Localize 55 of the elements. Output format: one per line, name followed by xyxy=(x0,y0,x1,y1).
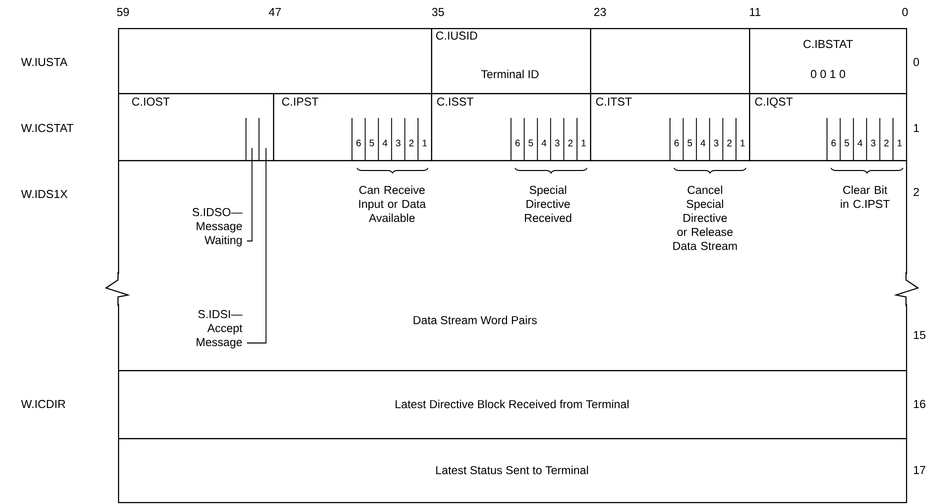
bit-number: 1 xyxy=(740,140,745,146)
bit-number: 6 xyxy=(356,140,361,146)
field-box xyxy=(590,28,750,94)
bit-position: 11 xyxy=(750,8,760,16)
bit-number: 1 xyxy=(582,140,586,146)
bit-number: 3 xyxy=(396,140,400,146)
leader-line xyxy=(246,148,266,344)
bit-number: 5 xyxy=(528,140,534,146)
word-number: 1 xyxy=(914,124,919,132)
bit-number: 2 xyxy=(727,140,732,146)
row-name: W.IDS1X xyxy=(21,190,68,198)
field-box: C.IUSID Terminal ID xyxy=(431,28,592,94)
bit-position: 59 xyxy=(117,8,129,16)
bit-number: 2 xyxy=(568,140,573,146)
word-number: 2 xyxy=(914,188,919,196)
bit-number: 4 xyxy=(700,140,706,146)
bit-number: 6 xyxy=(674,140,679,146)
bit-position: 23 xyxy=(594,8,606,16)
bit-description: Can Receive Input or Data Available xyxy=(359,186,426,222)
bit-description: Clear Bit in C.IPST xyxy=(840,186,890,208)
bit-number: 3 xyxy=(554,140,560,146)
bit-number: 6 xyxy=(831,140,836,146)
callout-text: S.IDSO— Message Waiting xyxy=(192,208,242,246)
bit-position: 0 xyxy=(902,8,908,16)
bit-number: 2 xyxy=(884,140,889,146)
word-number: 16 xyxy=(914,400,926,408)
word-number: 15 xyxy=(914,331,926,340)
field-box: C.IBSTAT 0 0 1 0 xyxy=(749,28,908,94)
row-name: W.ICSTAT xyxy=(21,124,74,132)
bit-number: 4 xyxy=(858,140,862,146)
field-box: C.IOST xyxy=(118,93,274,162)
bit-number: 5 xyxy=(370,140,374,146)
row-name: W.IUSTA xyxy=(21,58,68,66)
bit-position: 35 xyxy=(432,8,444,16)
field-box xyxy=(118,28,432,94)
bit-description: Cancel Special Directive or Release Data Stream xyxy=(673,186,737,250)
bit-position: 47 xyxy=(268,8,281,16)
bit-description: Special Directive Received xyxy=(524,186,572,222)
bit-number: 2 xyxy=(409,140,414,146)
bit-number: 6 xyxy=(515,140,520,146)
bit-number: 4 xyxy=(542,140,546,146)
callout-text: S.IDSI— Accept Message xyxy=(196,310,242,348)
word-number: 0 xyxy=(914,58,919,66)
bit-number: 3 xyxy=(714,140,718,146)
bit-number: 3 xyxy=(870,140,876,146)
leader-line xyxy=(246,148,252,242)
bit-number: 1 xyxy=(422,140,427,146)
bit-number: 5 xyxy=(844,140,850,146)
row-name: W.ICDIR xyxy=(21,400,66,408)
bit-number: 5 xyxy=(688,140,692,146)
word-box: Latest Status Sent to Terminal xyxy=(118,438,908,504)
word-number: 17 xyxy=(914,466,926,474)
bit-number: 4 xyxy=(382,140,388,146)
word-box: Latest Directive Block Received from Terminal xyxy=(118,370,908,440)
bit-number: 1 xyxy=(898,140,902,146)
